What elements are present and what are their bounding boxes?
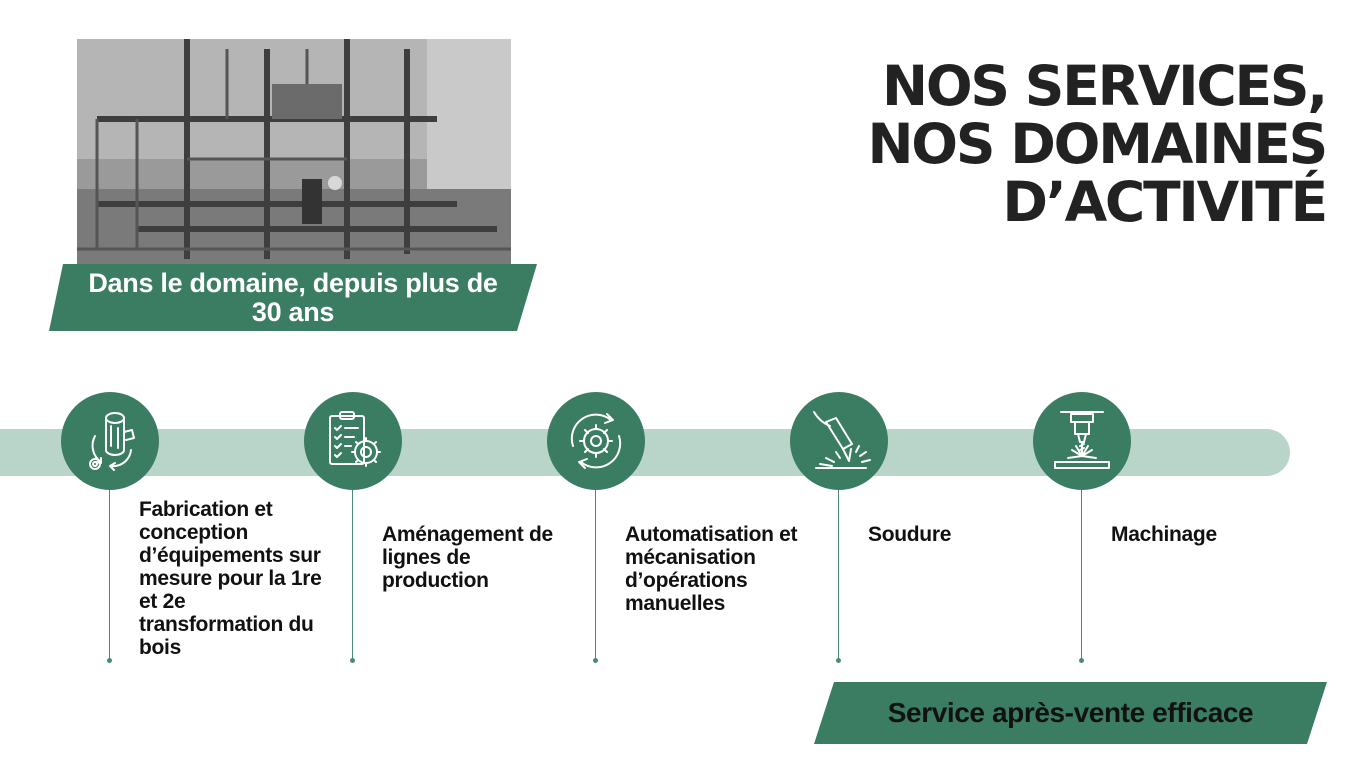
- service-icon-circle: [304, 392, 402, 490]
- title-line-3: D’ACTIVITÉ: [1002, 170, 1328, 234]
- experience-banner: Dans le domaine, depuis plus de 30 ans: [49, 264, 537, 331]
- service-connector-line: [352, 490, 353, 660]
- service-label: Automatisation et mécanisation d’opérati…: [625, 523, 798, 615]
- service-icon-circle: [61, 392, 159, 490]
- service-label: Machinage: [1111, 523, 1217, 546]
- service-connector-dot: [836, 658, 841, 663]
- clipboard-gear-icon: [329, 411, 381, 467]
- service-label: Aménagement de lignes de production: [382, 523, 553, 592]
- experience-banner-text: Dans le domaine, depuis plus de 30 ans: [88, 267, 498, 327]
- wood-log-icon: [89, 412, 135, 471]
- title-line-2: NOS DOMAINES: [867, 112, 1328, 176]
- service-icon-circle: [1033, 392, 1131, 490]
- service-connector-line: [1081, 490, 1082, 660]
- service-connector-line: [595, 490, 596, 660]
- service-label: Fabrication et conception d’équipements …: [139, 498, 322, 659]
- milling-machine-icon: [1054, 411, 1110, 469]
- service-icon-circle: [547, 392, 645, 490]
- service-icon-circle: [790, 392, 888, 490]
- service-connector-dot: [107, 658, 112, 663]
- gear-cycle-icon: [570, 413, 622, 469]
- workshop-photo: [77, 39, 511, 269]
- service-connector-dot: [1079, 658, 1084, 663]
- service-connector-dot: [593, 658, 598, 663]
- page-title: NOS SERVICES, NOS DOMAINES D’ACTIVITÉ: [806, 54, 1328, 234]
- service-connector-line: [838, 490, 839, 660]
- title-line-1: NOS SERVICES,: [882, 54, 1328, 118]
- welding-torch-icon: [813, 411, 871, 469]
- after-sales-banner: Service après-vente efficace: [814, 682, 1327, 744]
- service-connector-dot: [350, 658, 355, 663]
- after-sales-banner-text: Service après-vente efficace: [887, 697, 1254, 728]
- service-connector-line: [109, 490, 110, 660]
- service-label: Soudure: [868, 523, 952, 546]
